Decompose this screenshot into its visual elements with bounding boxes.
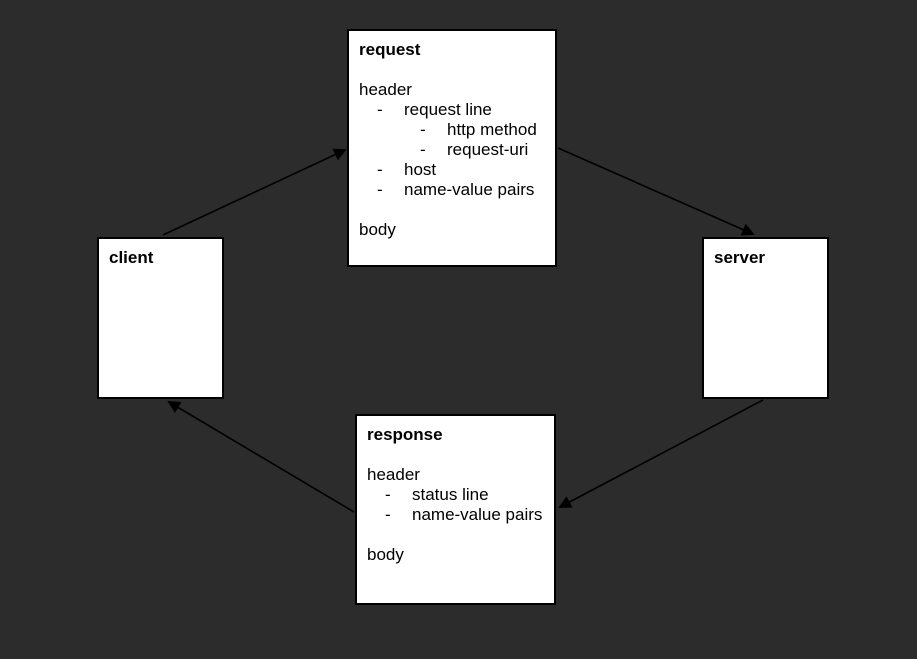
- dash-bullet: -: [420, 120, 426, 139]
- dash-bullet: -: [377, 100, 383, 119]
- dash-bullet: -: [385, 505, 391, 524]
- request-item-http-method: - http method: [359, 120, 545, 140]
- client-box: client: [97, 237, 224, 399]
- response-box-title: response: [367, 425, 443, 444]
- request-box: request header - request line - http met…: [347, 29, 557, 267]
- response-body-label: body: [367, 545, 404, 564]
- dash-bullet: -: [377, 180, 383, 199]
- request-item-request-uri: - request-uri: [359, 140, 545, 160]
- arrow-client-to-request: [162, 148, 347, 236]
- client-box-title: client: [109, 248, 154, 267]
- dash-bullet: -: [377, 160, 383, 179]
- server-box: server: [702, 237, 829, 399]
- request-item-label: http method: [447, 120, 537, 139]
- dash-bullet: -: [385, 485, 391, 504]
- response-item-status-line: - status line: [367, 485, 544, 505]
- request-item-request-line: - request line: [359, 100, 545, 120]
- server-box-title: server: [714, 248, 766, 267]
- arrow-server-to-response: [558, 399, 764, 508]
- response-header-label: header: [367, 465, 420, 484]
- response-item-label: status line: [412, 485, 489, 504]
- request-item-host: - host: [359, 160, 545, 180]
- request-header-label: header: [359, 80, 412, 99]
- response-item-name-value-pairs: - name-value pairs: [367, 505, 544, 525]
- arrow-request-to-server: [557, 147, 755, 236]
- response-item-label: name-value pairs: [412, 505, 543, 524]
- arrow-response-to-client: [167, 401, 355, 513]
- request-body-label: body: [359, 220, 396, 239]
- request-box-title: request: [359, 40, 421, 59]
- response-box: response header - status line - name-val…: [355, 414, 556, 605]
- request-item-label: host: [404, 160, 437, 179]
- dash-bullet: -: [420, 140, 426, 159]
- request-item-name-value-pairs: - name-value pairs: [359, 180, 545, 200]
- request-item-label: name-value pairs: [404, 180, 535, 199]
- request-item-label: request line: [404, 100, 492, 119]
- request-item-label: request-uri: [447, 140, 529, 159]
